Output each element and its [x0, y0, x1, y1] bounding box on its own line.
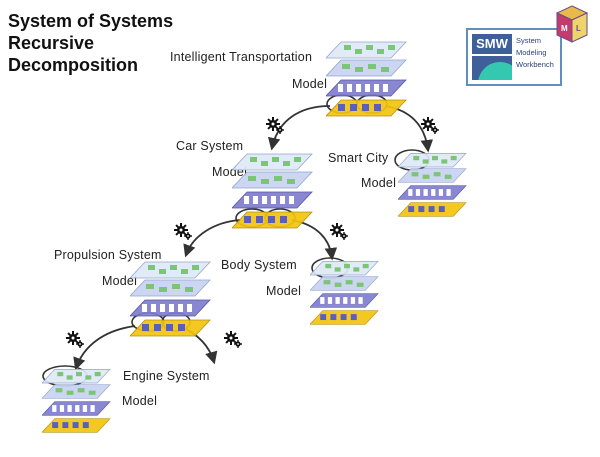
model-stack-engine-system: [41, 366, 119, 443]
gear-icon: [421, 116, 439, 134]
model-stack-body-system: [309, 258, 387, 335]
title-line-2: Recursive: [8, 33, 95, 53]
engine-system-label: Engine System: [123, 369, 210, 383]
body-system-label: Body System: [221, 258, 297, 272]
model-stack-car-system: [231, 150, 322, 240]
title-line-3: Decomposition: [8, 55, 139, 75]
smw-logo-graphic: [472, 56, 512, 80]
smart-city-label: Smart City: [328, 151, 389, 165]
engine-system-model-label: Model: [122, 394, 158, 408]
car-system-label: Car System: [176, 139, 244, 153]
gear-icon: [66, 330, 84, 348]
gear-icon: [224, 330, 242, 348]
body-system-model-label: Model: [266, 284, 302, 298]
modeling-cube-logo: M L: [555, 5, 589, 43]
smw-logo-word-modeling: Modeling: [516, 48, 547, 57]
model-stack-propulsion-system: [129, 258, 220, 348]
svg-text:M: M: [561, 24, 568, 33]
svg-text:L: L: [576, 24, 581, 33]
arrow-to-car-system: [267, 105, 331, 151]
gear-icon: [266, 116, 284, 134]
smw-logo-abbr: SMW: [472, 34, 512, 54]
smw-logo-word-workbench: Workbench: [516, 60, 554, 69]
smw-logo-word-system: System: [516, 36, 542, 45]
intelligent-transportation-model-label: Model: [292, 77, 328, 91]
gear-icon: [330, 222, 348, 240]
propulsion-system-model-label: Model: [102, 274, 138, 288]
smart-city-model-label: Model: [361, 176, 397, 190]
intelligent-transportation-label: Intelligent Transportation: [170, 50, 313, 64]
smw-logo: SMW System Modeling Workbench: [466, 28, 562, 86]
arrow-to-propulsion-system: [183, 219, 241, 258]
title-line-1: System of Systems: [8, 11, 174, 31]
gear-icon: [174, 222, 192, 240]
propulsion-system-label: Propulsion System: [54, 248, 162, 262]
model-stack-smart-city: [397, 150, 475, 227]
arrow-to-engine-system: [73, 325, 136, 371]
model-stack-intelligent-transportation: [325, 38, 416, 128]
